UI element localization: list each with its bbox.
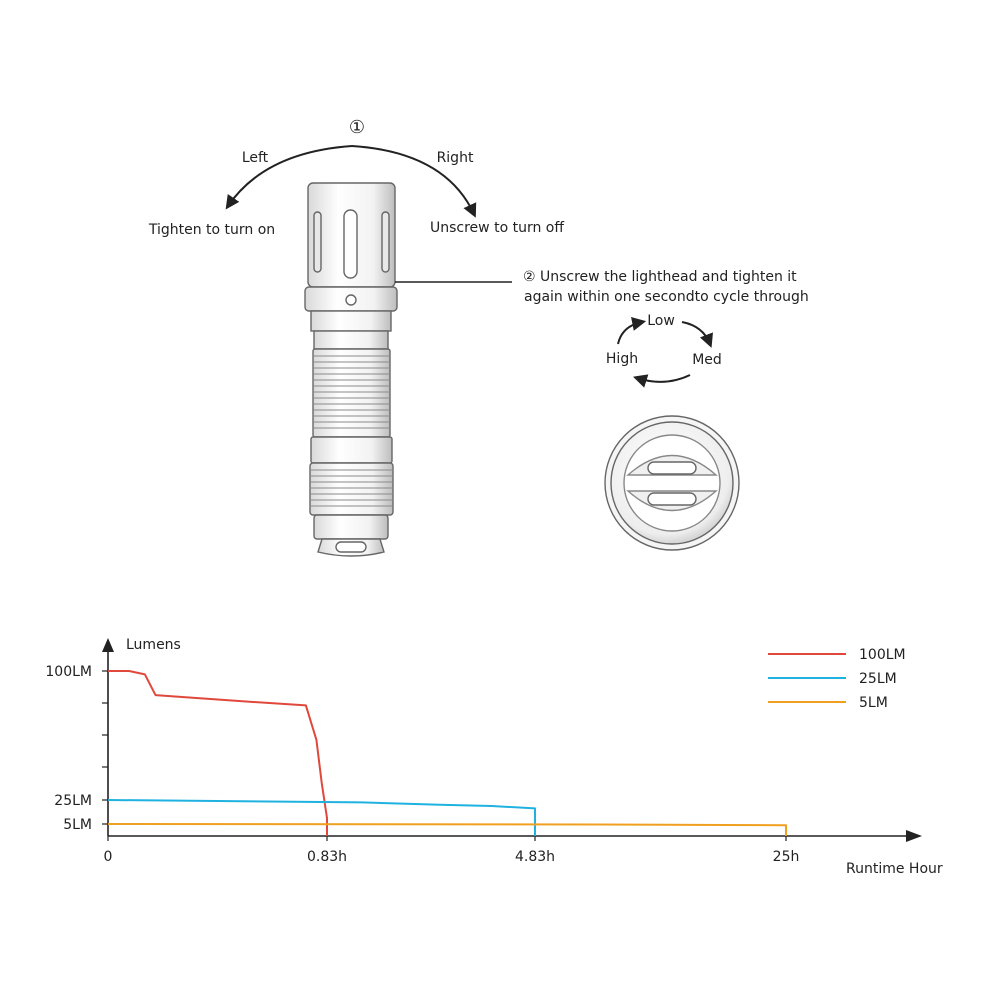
step1-instructions: ① Left Right Tighten to turn on Unscrew … [148, 117, 565, 238]
y-tick-group: 100LM 25LM 5LM [45, 664, 108, 833]
rotation-arrow-left-icon [225, 145, 353, 210]
flashlight-icon [304, 182, 398, 557]
step1-marker: ① [349, 117, 365, 138]
x-tick-label: 0 [104, 849, 113, 865]
tighten-to-turn-on-label: Tighten to turn on [148, 222, 275, 238]
legend-label: 5LM [859, 695, 888, 711]
legend-label: 25LM [859, 671, 897, 687]
rotation-arrow-right-icon [351, 145, 477, 218]
mode-low-label: Low [647, 313, 675, 329]
y-minor-ticks [102, 702, 108, 768]
y-axis-label: Lumens [126, 637, 181, 653]
x-tick-label: 4.83h [515, 849, 555, 865]
x-tick-group: 0 0.83h 4.83h 25h [104, 836, 800, 865]
cycle-arrow-high-to-low-icon [617, 317, 647, 345]
series-line-100lm [108, 670, 328, 836]
x-axis-arrow-icon [906, 830, 922, 842]
left-label: Left [242, 150, 269, 166]
x-tick-label: 0.83h [307, 849, 347, 865]
step2-line1: ② Unscrew the lighthead and tighten it [523, 269, 797, 285]
y-tick-label: 5LM [63, 817, 92, 833]
cycle-arrow-med-to-high-icon [633, 374, 691, 388]
y-tick-label: 25LM [54, 793, 92, 809]
mode-cycle: Low Med High [606, 313, 722, 388]
series-line-25lm [107, 799, 536, 836]
legend-label: 100LM [859, 647, 906, 663]
series-group [107, 670, 787, 836]
mode-high-label: High [606, 351, 638, 367]
x-tick-label: 25h [773, 849, 800, 865]
right-label: Right [437, 150, 474, 166]
legend: 100LM 25LM 5LM [768, 647, 906, 711]
cycle-arrow-low-to-med-icon [681, 321, 713, 348]
x-axis-label: Runtime Hour [846, 861, 943, 877]
y-axis-arrow-icon [102, 638, 114, 652]
y-tick-label: 100LM [45, 664, 92, 680]
step2-line2: again within one secondto cycle through [524, 289, 809, 305]
mode-med-label: Med [692, 352, 722, 368]
runtime-chart: Lumens Runtime Hour 0 0.83h 4.83h 25h 100LM… [45, 637, 943, 877]
series-line-5lm [107, 823, 787, 836]
tailcap-end-view-icon [604, 415, 740, 551]
unscrew-to-turn-off-label: Unscrew to turn off [430, 220, 564, 236]
step2-instructions: ② Unscrew the lighthead and tighten it a… [523, 269, 809, 305]
